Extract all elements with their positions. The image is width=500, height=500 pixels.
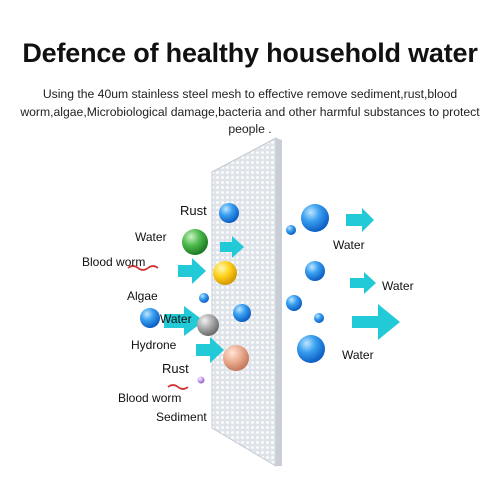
arrow-left-4: [196, 337, 224, 363]
arrow-right-1: [346, 208, 374, 232]
label-right-water-1: Water: [333, 238, 365, 252]
label-blood-worm-2: Blood worm: [118, 391, 182, 405]
rust-ball-bottom: [223, 345, 249, 371]
label-water-2: Water: [160, 312, 192, 326]
label-hydrone: Hydrone: [131, 338, 177, 352]
hydrone-ball: [197, 314, 219, 336]
arrow-right-3: [352, 304, 400, 340]
water-ball-r6: [297, 335, 325, 363]
water-ball-mid: [233, 304, 251, 322]
label-rust-bottom: Rust: [162, 361, 189, 376]
arrow-left-3: [164, 306, 204, 336]
blood-worm-ball: [213, 261, 237, 285]
label-algae: Algae: [127, 289, 158, 303]
page-title: Defence of healthy household water: [22, 38, 478, 68]
squiggle-1: [127, 265, 159, 271]
label-blood-worm-1: Blood worm: [82, 255, 146, 269]
arrow-right-2: [350, 272, 376, 294]
water-ball-r3: [305, 261, 325, 281]
description-text: Using the 40um stainless steel mesh to e…: [20, 87, 480, 136]
sediment-ball: [197, 376, 205, 384]
label-sediment: Sediment: [156, 410, 207, 424]
water-ball-r2: [286, 225, 296, 235]
water-ball-left: [140, 308, 160, 328]
label-rust-top: Rust: [180, 203, 207, 218]
squiggle-2: [167, 384, 189, 390]
arrow-left-2: [178, 258, 206, 284]
steel-mesh-edge: [276, 138, 282, 466]
steel-mesh-panel: [211, 137, 277, 467]
water-ball-r1: [301, 204, 329, 232]
rust-ball-top: [219, 203, 239, 223]
water-ball-r5: [314, 313, 324, 323]
label-water-1: Water: [135, 230, 167, 244]
arrow-left-1: [220, 236, 244, 258]
label-right-water-3: Water: [342, 348, 374, 362]
water-ball-small-1: [199, 293, 209, 303]
label-right-water-2: Water: [382, 279, 414, 293]
water-ball-r4: [286, 295, 302, 311]
algae-ball: [182, 229, 208, 255]
